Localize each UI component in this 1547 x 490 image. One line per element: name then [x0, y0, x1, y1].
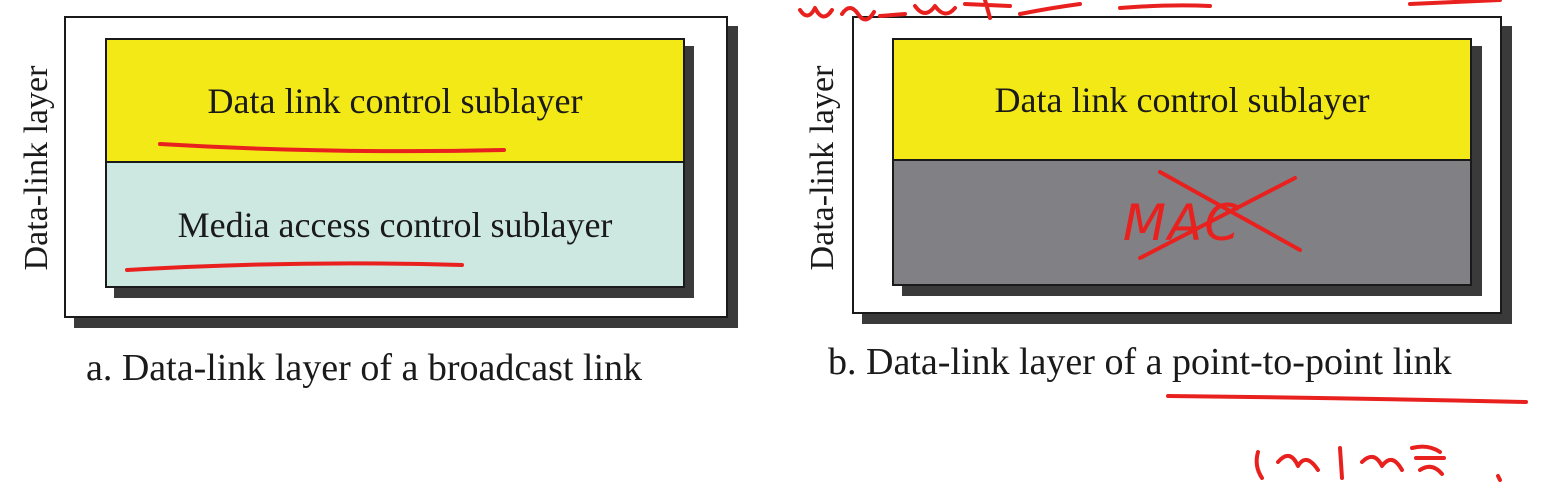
- scribble-bottom-4: [1360, 454, 1404, 472]
- scribble-bottom-dot: [1496, 474, 1502, 482]
- panel-b-bottom-band-label: MAC: [1122, 193, 1242, 252]
- scribble-top-4: [913, 4, 957, 16]
- scribble-bottom-3: [1338, 446, 1344, 480]
- panel-b-caption: b. Data-link layer of a point-to-point l…: [828, 341, 1452, 383]
- scribble-bottom-5: [1410, 444, 1446, 476]
- underline-point-to-point: [1166, 394, 1528, 404]
- panel-a-media-access-control-sublayer: Media access control sublayer: [105, 161, 685, 288]
- panel-b-data-link-control-sublayer: Data link control sublayer: [892, 38, 1472, 161]
- scribble-top-1: [798, 6, 834, 19]
- scribble-bottom-2: [1276, 454, 1320, 472]
- scribble-bottom-1: [1254, 450, 1264, 480]
- scribble-top-7: [1118, 3, 1212, 10]
- panel-b-empty-mac-sublayer: MAC: [892, 159, 1472, 286]
- panel-a-top-band-label: Data link control sublayer: [207, 80, 583, 121]
- scribble-top-8: [1408, 0, 1502, 6]
- scribble-top-6: [1018, 2, 1082, 16]
- panel-a-bottom-band-label: Media access control sublayer: [177, 204, 613, 245]
- panel-a-data-link-control-sublayer: Data link control sublayer: [105, 38, 685, 163]
- panel-b-side-label: Data-link layer: [804, 65, 841, 271]
- panel-a-caption: a. Data-link layer of a broadcast link: [86, 347, 643, 389]
- panel-b-top-band-label: Data link control sublayer: [994, 79, 1370, 120]
- panel-a-side-label: Data-link layer: [18, 65, 55, 271]
